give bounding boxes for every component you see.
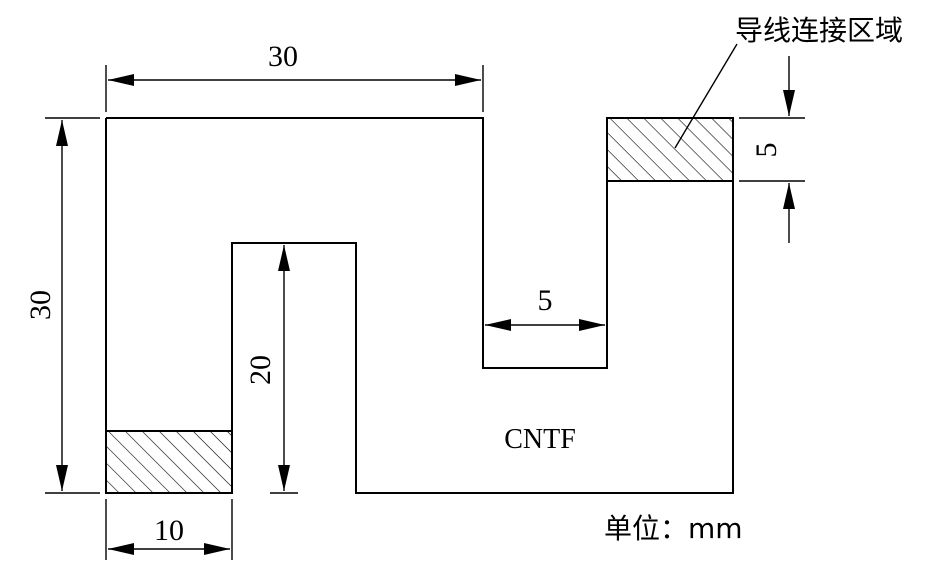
- dim-label-left-height: 30: [24, 290, 57, 320]
- material-label: CNTF: [504, 424, 576, 455]
- dimension-bottom-width: 10: [105, 499, 233, 560]
- dimension-inner-slot: 20: [244, 242, 298, 494]
- dim-label-right-pad: 5: [750, 143, 783, 158]
- dimension-left-height: 30: [24, 117, 100, 494]
- dim-label-notch-width: 5: [538, 284, 553, 317]
- wire-area-label: 导线连接区域: [735, 14, 903, 47]
- dimension-top-width: 30: [105, 40, 484, 112]
- dim-label-bottom-width: 10: [154, 514, 184, 547]
- dimension-notch-width: 5: [485, 284, 605, 331]
- dimension-right-pad: 5: [739, 56, 805, 243]
- wire-pad-bottom-left: [105, 430, 233, 494]
- wire-area-leader: [674, 43, 738, 149]
- dim-label-inner-slot: 20: [244, 355, 277, 385]
- dim-label-top-width: 30: [268, 40, 298, 73]
- wire-pad-top-right: [606, 117, 734, 182]
- unit-label: 单位：mm: [604, 512, 743, 545]
